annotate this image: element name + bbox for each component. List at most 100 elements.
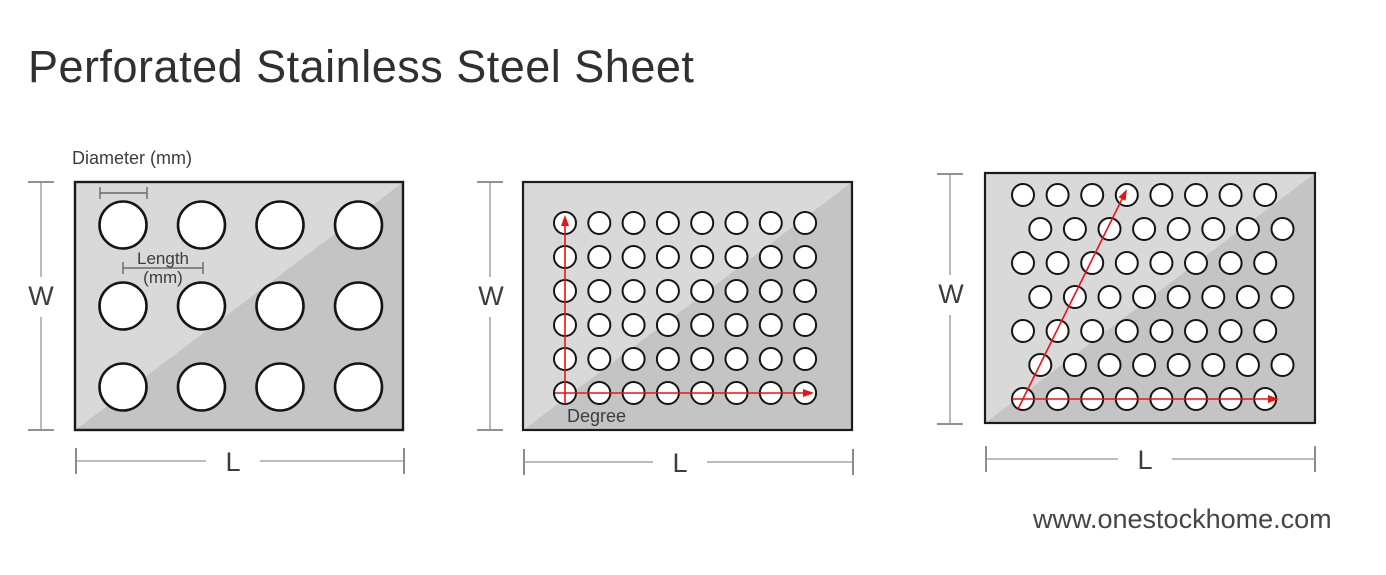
hole [724,211,749,235]
hole [1235,353,1260,377]
hole [255,281,305,331]
hole [98,281,148,331]
hole [176,362,227,412]
hole [1114,319,1139,343]
hole [1218,319,1243,343]
hole [690,347,715,371]
hole [587,347,612,371]
hole [793,347,818,371]
page-title: Perforated Stainless Steel Sheet [28,41,695,92]
hole [1011,183,1035,207]
hole [793,211,818,235]
hole [1270,285,1295,309]
hole [1149,183,1174,207]
sheet-outline [521,180,854,432]
hole [655,313,680,337]
hole [621,347,646,371]
hole [1011,319,1035,343]
hole [1253,319,1278,343]
hole [1201,353,1226,377]
hole [1028,217,1053,241]
hole [1218,183,1243,207]
hole [1080,183,1105,207]
sheet-outline [983,171,1317,425]
hole [724,279,749,303]
hole [1114,183,1139,207]
hole [1132,285,1157,309]
hole [1114,251,1139,275]
length-label-line1: Length [137,249,189,268]
degree-arrow-diagonal [1017,189,1127,410]
length-dim-label: L [225,447,240,477]
hole [655,347,680,371]
hole [758,313,783,337]
hole [1097,353,1122,377]
hole [1097,285,1122,309]
hole [587,245,612,269]
hole [1184,183,1208,207]
width-dim-label: W [478,281,504,311]
hole [1062,285,1087,309]
hole [758,347,783,371]
hole [1011,251,1035,275]
hole [655,245,680,269]
hole [724,245,749,269]
hole [98,362,148,412]
website-url: www.onestockhome.com [1033,504,1332,534]
hole [1235,285,1260,309]
hole [690,245,715,269]
hole [255,200,305,250]
hole [1062,353,1087,377]
sheet-outline [73,180,405,432]
hole [98,200,148,250]
hole [724,313,749,337]
hole [1045,183,1070,207]
hole [1218,251,1243,275]
hole [758,279,783,303]
hole [758,211,783,235]
hole [333,200,384,250]
hole [1166,353,1191,377]
hole [1080,251,1105,275]
hole [333,362,384,412]
hole [587,279,612,303]
length-dim-label: L [1137,445,1152,475]
hole [176,281,227,331]
hole [1045,251,1070,275]
panel-degree-60: WL [937,171,1317,475]
hole [621,245,646,269]
hole [621,313,646,337]
hole [1270,217,1295,241]
hole [621,211,646,235]
hole [1080,319,1105,343]
hole [690,279,715,303]
hole [690,211,715,235]
hole [1132,217,1157,241]
hole [333,281,384,331]
hole [1166,285,1191,309]
length-label-line2: (mm) [143,268,183,287]
hole [793,245,818,269]
hole [1184,319,1208,343]
hole [176,200,227,250]
hole [1045,319,1070,343]
hole [1149,319,1174,343]
width-dim-label: W [938,279,964,309]
hole [1097,217,1122,241]
hole [724,347,749,371]
hole [1201,217,1226,241]
hole [1062,217,1087,241]
length-dim-label: L [672,448,687,478]
width-dim-label: W [28,281,54,311]
hole [1166,217,1191,241]
hole [1235,217,1260,241]
hole [1270,353,1295,377]
hole [1201,285,1226,309]
hole [655,279,680,303]
hole [587,211,612,235]
hole [1028,285,1053,309]
